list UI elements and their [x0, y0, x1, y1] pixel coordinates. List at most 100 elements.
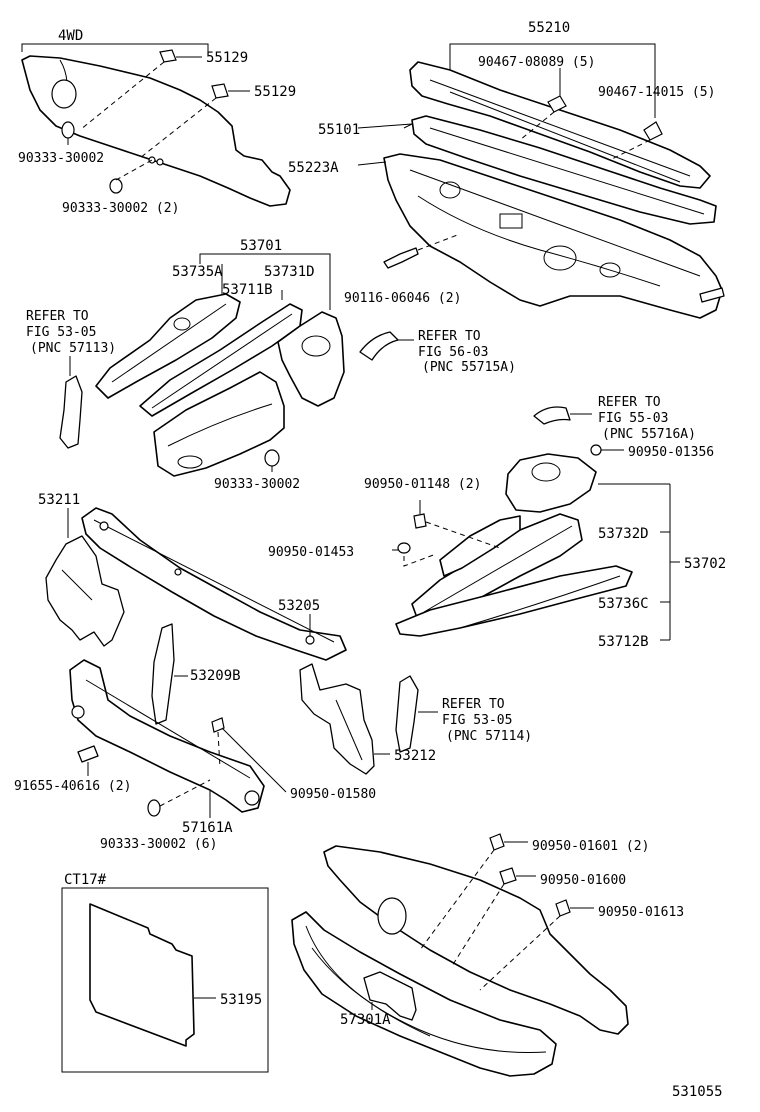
label-90333-b: 90333-30002 (2): [62, 201, 179, 216]
apron-upper-53736C: [439, 515, 521, 577]
radiator-support: [45, 507, 438, 818]
label-55129-b: 55129: [254, 84, 296, 100]
ref3-line1: REFER TO: [598, 395, 661, 410]
figure-number: 531055: [672, 1084, 723, 1100]
apron-rail-53735A: [95, 293, 241, 399]
label-53731D: 53731D: [264, 264, 315, 280]
label-53702: 53702: [684, 556, 726, 572]
bracket-ref-57113: [59, 375, 83, 449]
label-90950-01148: 90950-01148 (2): [364, 477, 481, 492]
plug-90333-d: [147, 799, 161, 817]
clip-90950-01613: [555, 899, 571, 917]
clip-90950-01453: [397, 542, 411, 554]
apron-member-53711B: [139, 303, 303, 417]
plug-90333-c: [264, 449, 280, 467]
label-53209B: 53209B: [190, 668, 241, 684]
label-55223A: 55223A: [288, 160, 339, 176]
ref2-line2: FIG 56-03: [418, 345, 488, 360]
label-53212: 53212: [394, 748, 436, 764]
bracket-ref-57114: [395, 675, 419, 753]
ref2-line1: REFER TO: [418, 329, 481, 344]
ref4-line3: (PNC 57114): [446, 729, 532, 744]
bracket-55210: [449, 43, 656, 60]
ref2-line3: (PNC 55715A): [422, 360, 516, 375]
label-53732D: 53732D: [598, 526, 649, 542]
bracket-53701: [199, 253, 331, 270]
insulator-53195: [89, 903, 195, 1047]
label-91655: 91655-40616 (2): [14, 779, 131, 794]
label-90950-01580: 90950-01580: [290, 787, 376, 802]
label-53736C: 53736C: [598, 596, 649, 612]
hood-insulator-panel: [21, 55, 291, 207]
clip-90950-01601: [489, 833, 505, 851]
label-53211: 53211: [38, 492, 80, 508]
label-90333-a: 90333-30002: [18, 151, 104, 166]
label-90116: 90116-06046 (2): [344, 291, 461, 306]
insulator-hole: [51, 79, 77, 109]
label-55210: 55210: [528, 20, 570, 36]
clip-55129-upper: [159, 49, 177, 63]
hose-ref-55715A: [359, 331, 399, 361]
strut-tower-rh: [505, 453, 597, 513]
clip-90467-14015: [643, 121, 663, 141]
label-90950-01600: 90950-01600: [540, 873, 626, 888]
clip-90950-01356: [590, 444, 602, 456]
ref3-line3: (PNC 55716A): [602, 427, 696, 442]
bracket-57301A: [363, 971, 417, 1021]
clip-90950-01580: [211, 717, 225, 733]
label-90950-01453: 90950-01453: [268, 545, 354, 560]
clip-90950-01600: [499, 867, 517, 885]
dash-panel-assembly: [357, 43, 725, 319]
ref4-line1: REFER TO: [442, 697, 505, 712]
label-53712B: 53712B: [598, 634, 649, 650]
label-53735A: 53735A: [172, 264, 223, 280]
dash-lower-panel: [383, 153, 723, 319]
label-90467-14015: 90467-14015 (5): [598, 85, 715, 100]
label-55129-a: 55129: [206, 50, 248, 66]
plug-90333-a: [61, 121, 75, 139]
label-53711B: 53711B: [222, 282, 273, 298]
label-4wd: 4WD: [58, 28, 83, 44]
radiator-side-53211: [45, 535, 125, 647]
label-53195: 53195: [220, 992, 262, 1008]
radiator-side-53212: [299, 663, 375, 775]
bumper-reinforcement: [291, 911, 557, 1077]
ref1-line2: FIG 53-05: [26, 325, 96, 340]
apron-assembly-lh: [59, 253, 414, 477]
label-90333-c: 90333-30002: [214, 477, 300, 492]
label-53205: 53205: [278, 598, 320, 614]
front-lower-assembly: [291, 833, 629, 1077]
label-90950-01356: 90950-01356: [628, 445, 714, 460]
apron-lower-panel: [153, 371, 285, 477]
hood-insulator-4wd: [21, 43, 291, 207]
hose-ref-55716A: [533, 406, 571, 425]
label-57301A: 57301A: [340, 1012, 391, 1028]
radiator-upper-53205: [81, 507, 347, 661]
ct17-box: [61, 887, 269, 1073]
ref1-line1: REFER TO: [26, 309, 89, 324]
clip-90950-01148: [413, 513, 427, 529]
ref1-line3: (PNC 57113): [30, 341, 116, 356]
bolt-91655: [77, 745, 99, 763]
label-57161A: 57161A: [182, 820, 233, 836]
strut-tower-53731D: [277, 311, 345, 407]
cowl-top-panel: [409, 61, 711, 189]
label-90333-d: 90333-30002 (6): [100, 837, 217, 852]
ref4-line2: FIG 53-05: [442, 713, 512, 728]
apron-assembly-rh: [392, 406, 680, 641]
bolt-90116: [383, 247, 419, 269]
label-90950-01601: 90950-01601 (2): [532, 839, 649, 854]
label-ct17: CT17#: [64, 872, 107, 888]
plug-90333-b: [109, 178, 123, 194]
radiator-lower-57161A: [69, 659, 265, 813]
apron-lower-53712B: [395, 565, 633, 637]
label-90467-08089: 90467-08089 (5): [478, 55, 595, 70]
radiator-support-53209B: [151, 623, 175, 725]
clip-90467-08089: [547, 95, 567, 113]
ref3-line2: FIG 55-03: [598, 411, 668, 426]
bracket-4wd: [21, 43, 209, 52]
label-53701: 53701: [240, 238, 282, 254]
ct17-frame: [61, 887, 269, 1073]
label-55101: 55101: [318, 122, 360, 138]
